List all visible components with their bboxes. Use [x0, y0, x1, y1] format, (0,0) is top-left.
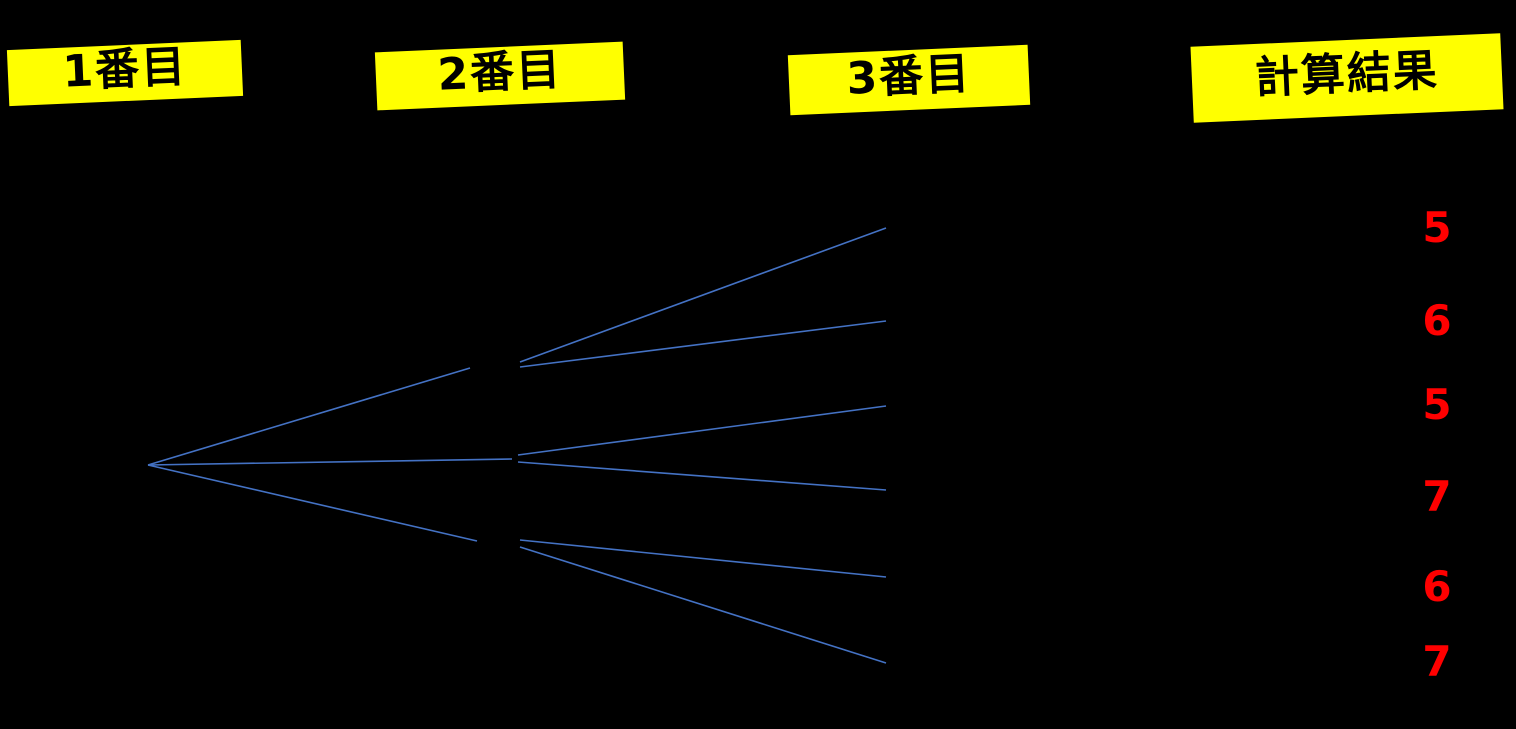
- column-header-third: 3番目: [787, 44, 1031, 116]
- column-header-result: 計算結果: [1190, 33, 1504, 123]
- column-header-first: 1番目: [6, 39, 244, 107]
- column-header-result-label: 計算結果: [1253, 45, 1440, 104]
- column-header-second: 2番目: [374, 41, 626, 111]
- result-value-3: 5: [1422, 380, 1452, 429]
- result-value-2: 6: [1422, 296, 1452, 345]
- column-header-second-label: 2番目: [436, 44, 564, 101]
- result-value-1: 5: [1422, 203, 1452, 252]
- column-header-third-label: 3番目: [845, 48, 973, 105]
- result-value-6: 7: [1422, 637, 1452, 686]
- result-value-4: 7: [1422, 472, 1452, 521]
- result-value-5: 6: [1422, 562, 1452, 611]
- column-header-first-label: 1番目: [61, 41, 189, 98]
